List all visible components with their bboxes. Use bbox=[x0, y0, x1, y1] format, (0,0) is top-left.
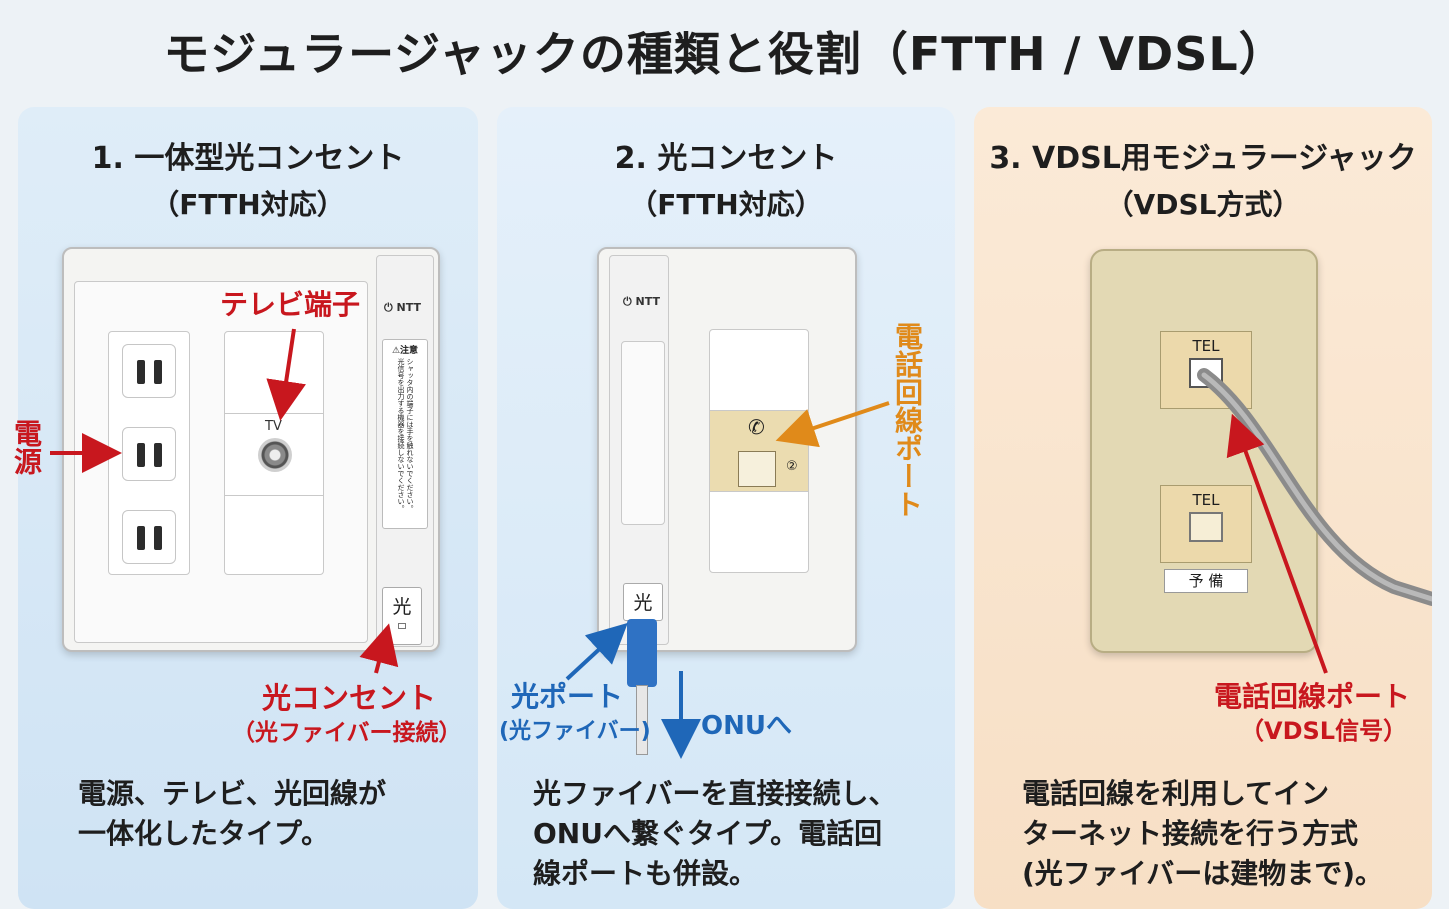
tel-bottom-label: TEL bbox=[1192, 491, 1220, 509]
rj11-jack-icon bbox=[1189, 512, 1223, 542]
panel-2-title-line1: 2. 光コンセント bbox=[614, 141, 838, 176]
caution-text: シャッタ内の端子には手を触れないでください。光信号を出力する機器を接続しないでく… bbox=[397, 358, 414, 512]
brand-logo: ⏻ NTT bbox=[623, 295, 660, 309]
optical-connector bbox=[627, 619, 657, 687]
phone-jack bbox=[738, 451, 776, 487]
optical-outlet-note: （光ファイバー接続） bbox=[232, 720, 462, 746]
warning-icon: ⚠ bbox=[391, 346, 401, 356]
tel-top-label: TEL bbox=[1192, 337, 1220, 355]
panel-3-title-line1: 3. VDSL用モジュラージャック bbox=[989, 141, 1417, 176]
panel-3-title: 3. VDSL用モジュラージャック （VDSL方式） bbox=[974, 107, 1432, 223]
phone-port-arrow bbox=[775, 401, 890, 448]
description-line: 線ポートも併設。 bbox=[533, 857, 758, 890]
power-outlet-block bbox=[108, 331, 190, 575]
brand-text: NTT bbox=[635, 295, 661, 308]
spare-label: 予 備 bbox=[1164, 569, 1248, 593]
page-title: モジュラージャックの種類と役割（FTTH / VDSL） bbox=[163, 27, 1286, 81]
power-socket-1 bbox=[122, 344, 176, 398]
panel-1-title-line1: 1. 一体型光コンセント bbox=[91, 141, 405, 176]
panel-2-description: 光ファイバーを直接接続し、 ONUへ繋ぐタイプ。電話回 線ポートも併設。 bbox=[533, 774, 896, 894]
power-annotation: 電源 bbox=[10, 419, 43, 475]
phone-port-annotation: 電話回線ポート bbox=[1214, 680, 1411, 713]
description-line: 一体化したタイプ。 bbox=[78, 817, 330, 850]
tv-label: TV bbox=[265, 419, 282, 434]
power-socket-3 bbox=[122, 510, 176, 564]
panel-1-arrows bbox=[50, 328, 399, 674]
integrated-outlet-plate: TV ⏻ NTT ⚠注意 シャッタ内の端子には手を触れないでください。光信号を出… bbox=[62, 247, 440, 652]
description-line: 電源、テレビ、光回線が bbox=[78, 777, 387, 810]
tv-terminal-block: TV bbox=[224, 331, 324, 575]
panel-1-description: 電源、テレビ、光回線が 一体化したタイプ。 bbox=[78, 774, 386, 854]
to-onu-annotation: ONUへ bbox=[701, 711, 792, 741]
vdsl-plate: TEL TEL 予 備 bbox=[1090, 249, 1318, 653]
description-line: ONUへ繋ぐタイプ。電話回 bbox=[533, 817, 883, 850]
panel-3-description: 電話回線を利用してイン ターネット接続を行う方式 (光ファイバーは建物まで)。 bbox=[1022, 774, 1383, 894]
panel-2-arrows bbox=[565, 401, 890, 759]
optical-outlet-annotation: 光コンセント bbox=[262, 681, 437, 715]
panel-3-graphics bbox=[1197, 368, 1432, 674]
optical-port-label: 光 bbox=[392, 596, 412, 618]
optical-port-label: 光 bbox=[633, 592, 653, 614]
optical-port-annotation: 光ポート bbox=[511, 680, 624, 713]
phone-cable-highlight bbox=[1201, 372, 1432, 602]
brand-logo: ⏻ NTT bbox=[384, 301, 421, 315]
panel-optical-outlet: 2. 光コンセント （FTTH対応） ⏻ NTT 光 ✆ ② 電話回線ポート 光… bbox=[497, 107, 955, 909]
description-line: 光ファイバーを直接接続し、 bbox=[533, 777, 897, 810]
tel-port-bottom[interactable]: TEL bbox=[1160, 485, 1252, 563]
brand-text: NTT bbox=[396, 301, 422, 314]
panel-3-title-line2: （VDSL方式） bbox=[1105, 188, 1301, 221]
panel-integrated-outlet: 1. 一体型光コンセント （FTTH対応） TV ⏻ NTT ⚠注意 bbox=[10, 107, 478, 909]
phone-port-arrow bbox=[1226, 413, 1328, 674]
panel-1-title: 1. 一体型光コンセント （FTTH対応） bbox=[18, 107, 478, 223]
power-symbol-icon: ⏻ bbox=[384, 301, 393, 314]
caution-label: ⚠注意 シャッタ内の端子には手を触れないでください。光信号を出力する機器を接続し… bbox=[382, 339, 428, 529]
description-line: 電話回線を利用してイン bbox=[1022, 777, 1330, 810]
panel-2-title-line2: （FTTH対応） bbox=[629, 188, 823, 221]
caution-title: ⚠注意 bbox=[391, 346, 419, 356]
tv-terminal-arrow bbox=[266, 328, 306, 421]
description-line: (光ファイバーは建物まで)。 bbox=[1022, 857, 1384, 890]
panel-2-title: 2. 光コンセント （FTTH対応） bbox=[497, 107, 955, 223]
phone-port-note: （VDSL信号） bbox=[1240, 717, 1408, 745]
panel-vdsl-jack: 3. VDSL用モジュラージャック （VDSL方式） TEL TEL 予 備 電… bbox=[974, 107, 1432, 909]
optical-port-arrow bbox=[565, 622, 628, 681]
description-line: ターネット接続を行う方式 bbox=[1022, 817, 1359, 850]
optical-outlet-plate: ⏻ NTT 光 ✆ ② bbox=[597, 247, 857, 652]
power-symbol-icon: ⏻ bbox=[623, 295, 632, 308]
phone-icon: ✆ bbox=[748, 415, 765, 439]
port-number: ② bbox=[786, 459, 798, 474]
optical-shutter-icon bbox=[398, 623, 406, 629]
optical-port-box[interactable]: 光 bbox=[623, 583, 663, 621]
optical-cable bbox=[636, 685, 648, 755]
phone-port-annotation: 電話回線ポート bbox=[891, 322, 924, 518]
tv-module-bottom bbox=[225, 495, 323, 496]
optical-outlet-arrow bbox=[359, 623, 399, 674]
tv-terminal-annotation: テレビ端子 bbox=[220, 288, 361, 321]
blank-cover bbox=[621, 341, 665, 525]
panel-1-title-line2: （FTTH対応） bbox=[151, 188, 345, 221]
power-socket-2 bbox=[122, 427, 176, 481]
optical-port-note: (光ファイバー) bbox=[499, 719, 651, 744]
tv-coax-connector bbox=[258, 438, 292, 472]
